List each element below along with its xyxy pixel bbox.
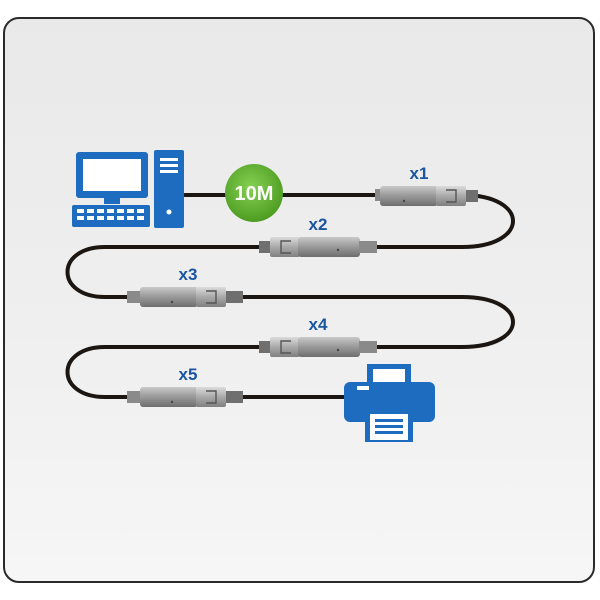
printer-icon [344, 364, 435, 442]
desktop-computer-icon [72, 150, 184, 228]
extender-4: x4 [259, 315, 377, 357]
extender-label-x2: x2 [309, 215, 328, 234]
extender-3: x3 [127, 265, 243, 307]
cable-length-badge: 10M [225, 164, 283, 222]
extender-2: x2 [259, 215, 377, 257]
extender-label-x1: x1 [410, 164, 429, 183]
extender-1: x1 [375, 164, 478, 206]
diagram-panel [3, 17, 595, 583]
extender-label-x4: x4 [309, 315, 328, 334]
extender-label-x5: x5 [179, 365, 198, 384]
extension-cable [65, 193, 515, 399]
cable-length-label: 10M [235, 183, 274, 205]
extender-label-x3: x3 [179, 265, 198, 284]
extender-5: x5 [127, 365, 243, 407]
